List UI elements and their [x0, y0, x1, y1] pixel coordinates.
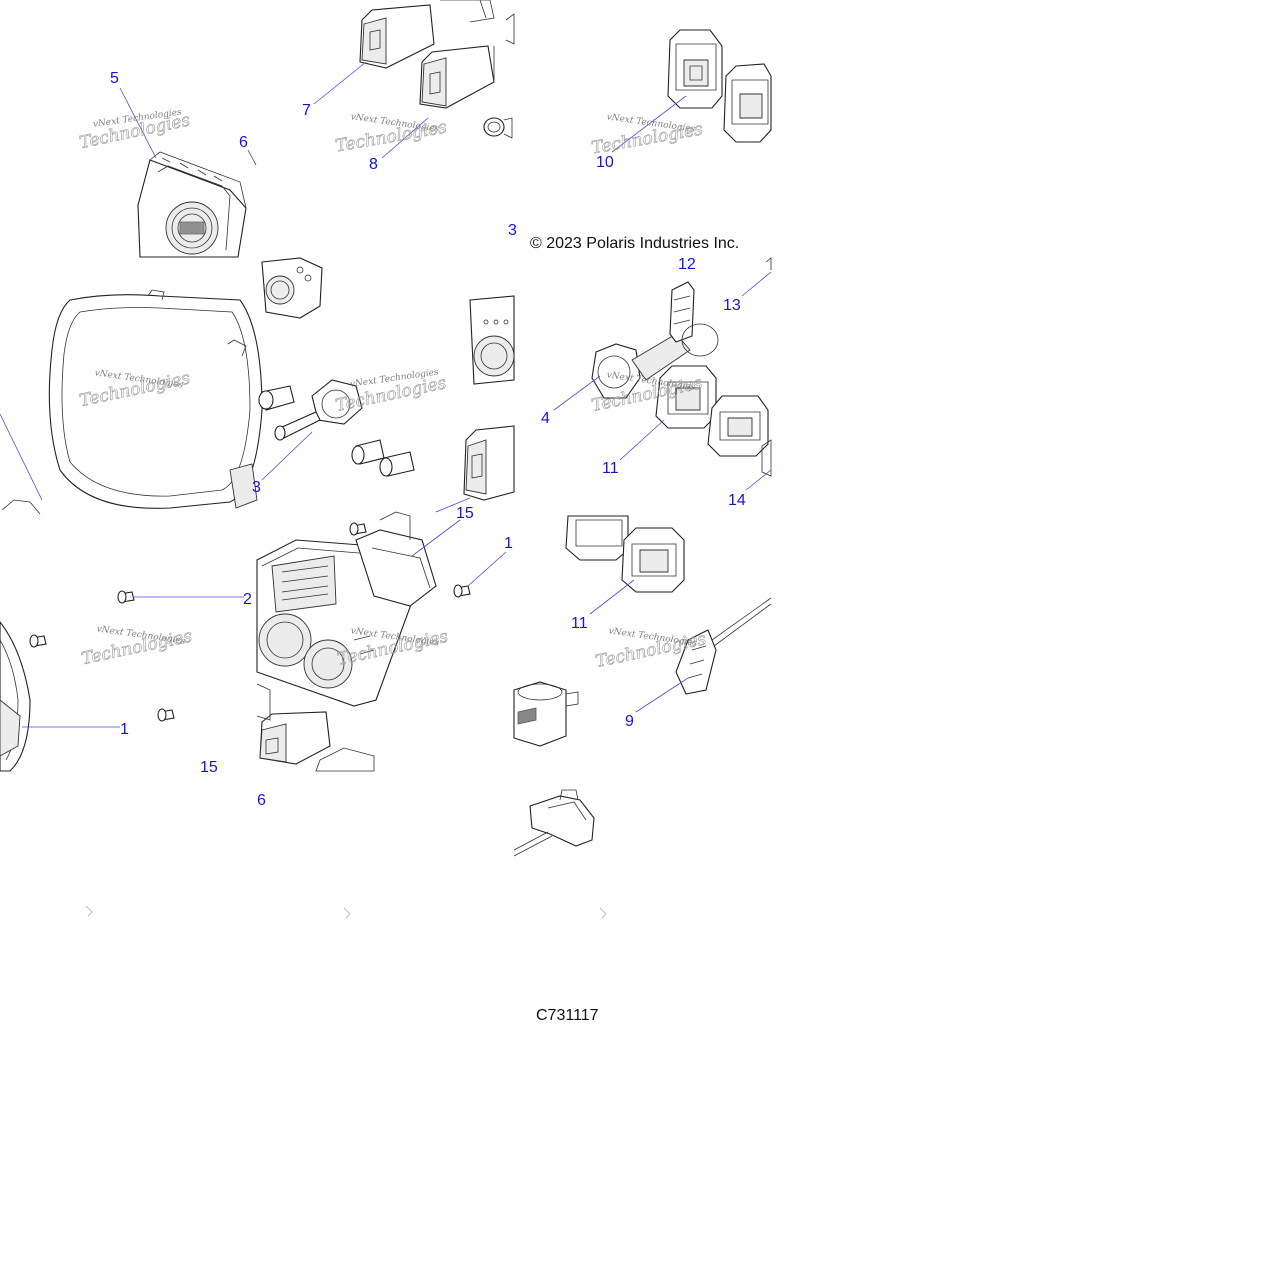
- knob-panel-part: [469, 295, 515, 385]
- switch-part: [707, 395, 769, 457]
- callout-8: 8: [369, 156, 378, 173]
- harness-connector-part: [675, 597, 772, 695]
- callout-15-upper: 15: [456, 505, 474, 522]
- screw-part: [29, 634, 47, 648]
- callout-6: 6: [239, 134, 248, 151]
- instrument-bezel-part: [1, 289, 263, 515]
- screw-part: [117, 590, 135, 604]
- callout-10: 10: [596, 154, 614, 171]
- plug-part: [483, 117, 513, 139]
- copyright-notice: © 2023 Polaris Industries Inc.: [530, 235, 739, 252]
- knob-switch-part: [261, 257, 323, 319]
- clip-bracket-part: [513, 789, 595, 857]
- plug-part: [379, 451, 415, 477]
- watermark: vNext Technologies Technologies: [79, 624, 194, 669]
- screw-part: [157, 708, 175, 722]
- tile-ignition-harness: 12 13 4 11 14 vNext Technologies Technol…: [541, 256, 772, 509]
- callout-13: 13: [723, 297, 741, 314]
- watermark: vNext Technologies Technologies: [335, 626, 450, 670]
- outlet-part: [513, 681, 579, 747]
- callout-4: 4: [541, 410, 550, 427]
- key-switch-part: [137, 151, 247, 258]
- watermark: vNext Technologies Technologies: [590, 112, 705, 159]
- toggle-switch-part: [274, 379, 363, 441]
- ignition-switch-part: [591, 281, 719, 399]
- watermark-faint: [85, 905, 607, 919]
- callout-2: 2: [243, 591, 252, 608]
- callout-15: 15: [200, 759, 218, 776]
- watermark: vNext Technologies Technologies: [77, 107, 192, 153]
- callout-6-lower: 6: [257, 792, 266, 809]
- callout-7: 7: [302, 102, 311, 119]
- screw-part: [349, 522, 367, 536]
- callout-11-lower: 11: [571, 615, 588, 632]
- tile-rocker-switches: 7 8 3 vNext Technologies Technologies: [302, 0, 517, 239]
- callout-3-lower: 3: [252, 479, 261, 496]
- plug-part: [258, 385, 295, 411]
- rocker-switch-part: [359, 0, 495, 69]
- switch-part: [621, 527, 685, 593]
- switch-part: [655, 365, 717, 429]
- rocker-switch-part: [259, 711, 331, 765]
- illustration-code: C731117: [536, 1007, 599, 1024]
- switch-part: [723, 63, 772, 143]
- tile-instrument-bezel: vNext Technologies Technologies: [0, 289, 263, 515]
- instrument-cluster-part: [0, 621, 31, 772]
- tile-switch-harness: 11 9 vNext Technologies Technologies: [513, 515, 772, 747]
- callout-3: 3: [508, 222, 517, 239]
- callout-12: 12: [678, 256, 696, 273]
- connector-part: [355, 511, 437, 607]
- rocker-switch-part: [463, 425, 515, 501]
- plug-part: [351, 439, 385, 465]
- screw-part: [453, 584, 471, 598]
- callout-14: 14: [728, 492, 746, 509]
- callout-5: 5: [110, 70, 119, 87]
- callout-1-upper: 1: [504, 535, 513, 552]
- rocker-switch-part: [419, 45, 495, 109]
- callout-11: 11: [602, 460, 619, 477]
- tile-bezel-fasteners: 2 1 15 vNext Technologies Technologies: [0, 590, 252, 776]
- tile-key-switch: 5 6 vNext Technologies Technologies: [77, 70, 257, 258]
- switch-part: [565, 515, 629, 561]
- switch-part: [667, 29, 723, 109]
- tile-control-module: 1 vNext Technologies Technologies: [256, 511, 513, 772]
- tile-switches-10: 10 © 2023 Polaris Industries Inc. vNext …: [530, 29, 772, 252]
- callout-9: 9: [625, 713, 634, 730]
- tile-toggle-switch: 3 15 vNext Technologies Technologies: [252, 257, 515, 522]
- callout-1: 1: [120, 721, 129, 738]
